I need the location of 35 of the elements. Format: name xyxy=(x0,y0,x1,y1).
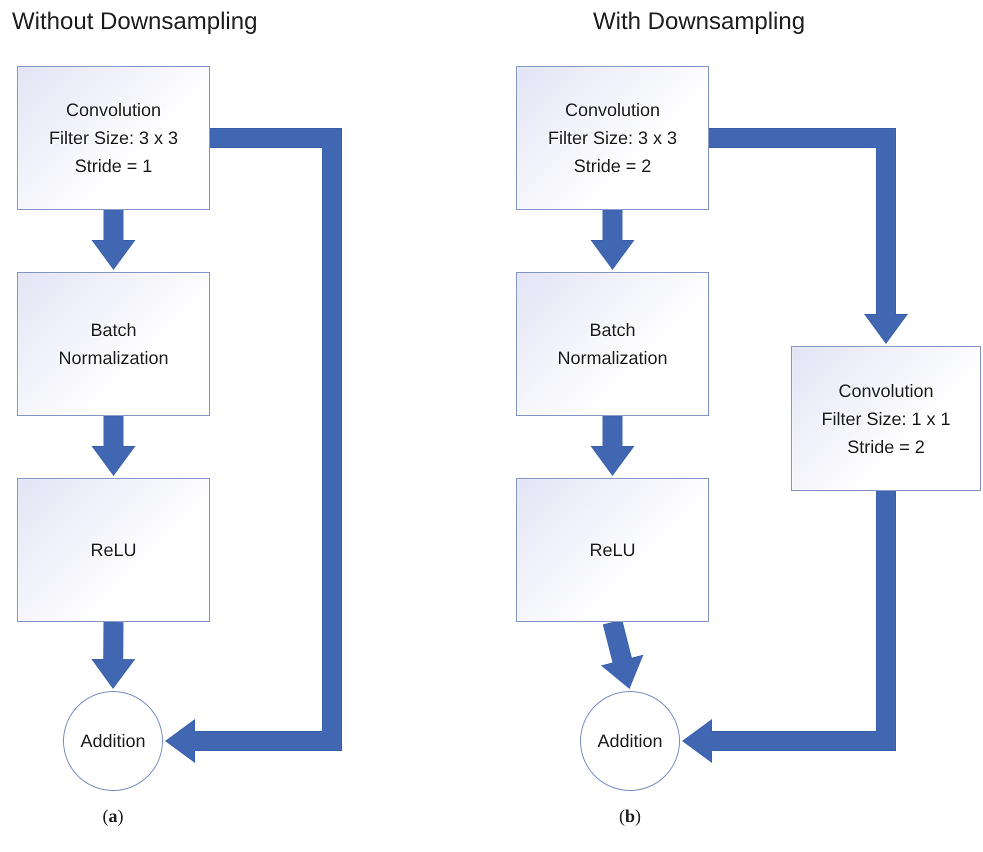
process-box xyxy=(17,478,210,622)
node-label: Stride = 1 xyxy=(74,155,152,178)
node-label: Stride = 2 xyxy=(574,155,652,178)
node-label: Stride = 2 xyxy=(847,436,925,458)
node-label: Batch Normalization xyxy=(556,319,669,370)
node-label: Filter Size: 1 x 1 xyxy=(821,408,951,430)
process-box xyxy=(516,66,709,210)
panel-caption: (a) xyxy=(102,806,124,827)
process-box xyxy=(516,272,709,416)
node-label: ReLU xyxy=(589,539,636,562)
arrow xyxy=(590,416,634,476)
process-box xyxy=(17,66,210,210)
node-label: Addition xyxy=(80,730,146,753)
process-box xyxy=(17,272,210,416)
node-label: Filter Size: 3 x 3 xyxy=(548,127,678,150)
node-label: Convolution xyxy=(564,99,660,122)
arrow xyxy=(590,210,634,270)
panel-caption: (b) xyxy=(619,806,641,827)
arrow xyxy=(92,210,136,270)
node-label: Convolution xyxy=(838,380,934,402)
arrow xyxy=(600,620,644,690)
arrow xyxy=(682,491,896,763)
arrow xyxy=(165,128,342,763)
panel-title: With Downsampling xyxy=(593,8,806,36)
process-box xyxy=(791,346,981,491)
node-label: Batch Normalization xyxy=(57,319,170,370)
node-label: Convolution xyxy=(66,99,162,122)
process-box xyxy=(516,478,709,622)
panel-title: Without Downsampling xyxy=(12,8,258,36)
node-label: ReLU xyxy=(90,539,137,562)
arrow xyxy=(92,416,136,476)
arrow xyxy=(91,622,136,689)
node-label: Filter Size: 3 x 3 xyxy=(48,127,178,150)
node-label: Addition xyxy=(597,730,663,753)
arrow xyxy=(709,128,908,344)
